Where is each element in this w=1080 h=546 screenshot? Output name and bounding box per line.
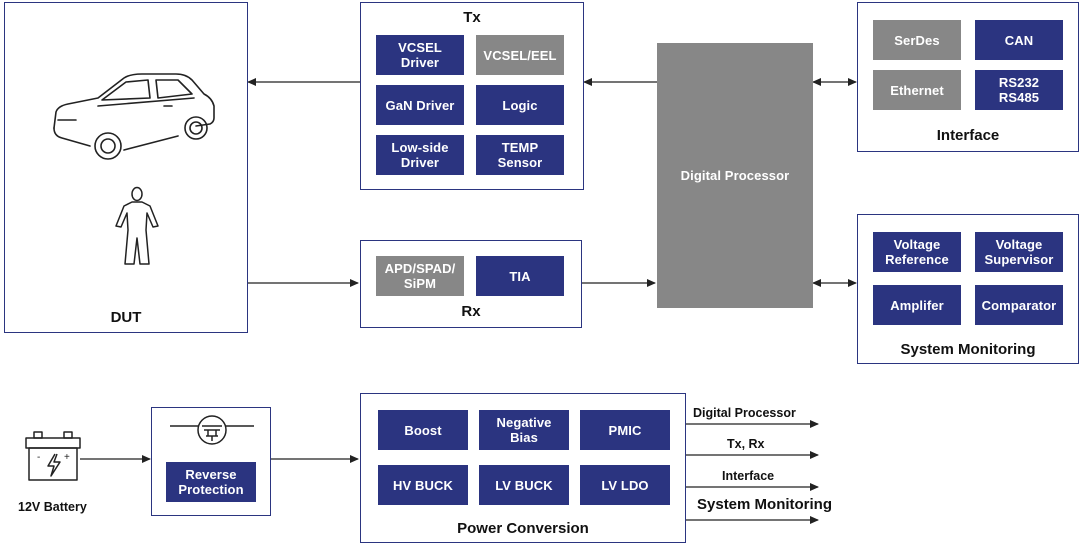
system-monitoring-title: System Monitoring <box>900 341 1036 358</box>
mosfet-icon <box>170 415 254 445</box>
power-conversion-title: Power Conversion <box>457 520 589 537</box>
battery-icon: - + <box>25 431 81 481</box>
tx-block-low-side-driver: Low-side Driver <box>376 135 464 175</box>
tx-block-temp-sensor: TEMP Sensor <box>476 135 564 175</box>
monitoring-block-voltage-supervisor: Voltage Supervisor <box>975 232 1063 272</box>
power-block-lv-buck: LV BUCK <box>479 465 569 505</box>
power-output-label-system-monitoring: System Monitoring <box>697 496 833 513</box>
rx-title: Rx <box>461 303 481 320</box>
rx-block-tia: TIA <box>476 256 564 296</box>
digital-processor-block: Digital Processor <box>657 43 813 308</box>
tx-block-logic: Logic <box>476 85 564 125</box>
power-output-label-interface: Interface <box>722 469 775 483</box>
battery-label: 12V Battery <box>18 500 87 514</box>
interface-block-serdes: SerDes <box>873 20 961 60</box>
power-output-label-digital-processor: Digital Processor <box>693 406 796 420</box>
person-icon <box>115 186 159 265</box>
interface-block-can: CAN <box>975 20 1063 60</box>
car-icon <box>53 73 215 160</box>
tx-block-gan-driver: GaN Driver <box>376 85 464 125</box>
svg-text:-: - <box>37 452 40 463</box>
rx-block-apd-spad-sipm: APD/SPAD/ SiPM <box>376 256 464 296</box>
dut-title: DUT <box>110 309 142 326</box>
interface-block-ethernet: Ethernet <box>873 70 961 110</box>
power-block-lv-ldo: LV LDO <box>580 465 670 505</box>
dut-panel <box>4 2 248 333</box>
tx-block-vcsel-driver: VCSEL Driver <box>376 35 464 75</box>
interface-block-rs232-rs485: RS232 RS485 <box>975 70 1063 110</box>
reverse-protection-block: Reverse Protection <box>166 462 256 502</box>
svg-text:+: + <box>64 452 70 463</box>
interface-title: Interface <box>936 127 1000 144</box>
monitoring-block-voltage-reference: Voltage Reference <box>873 232 961 272</box>
monitoring-block-comparator: Comparator <box>975 285 1063 325</box>
monitoring-block-amplifier: Amplifer <box>873 285 961 325</box>
power-output-label-tx-rx: Tx, Rx <box>727 437 765 451</box>
tx-block-vcsel-eel: VCSEL/EEL <box>476 35 564 75</box>
tx-title: Tx <box>463 9 481 26</box>
power-block-boost: Boost <box>378 410 468 450</box>
power-block-hv-buck: HV BUCK <box>378 465 468 505</box>
power-block-pmic: PMIC <box>580 410 670 450</box>
power-block-negative-bias: Negative Bias <box>479 410 569 450</box>
